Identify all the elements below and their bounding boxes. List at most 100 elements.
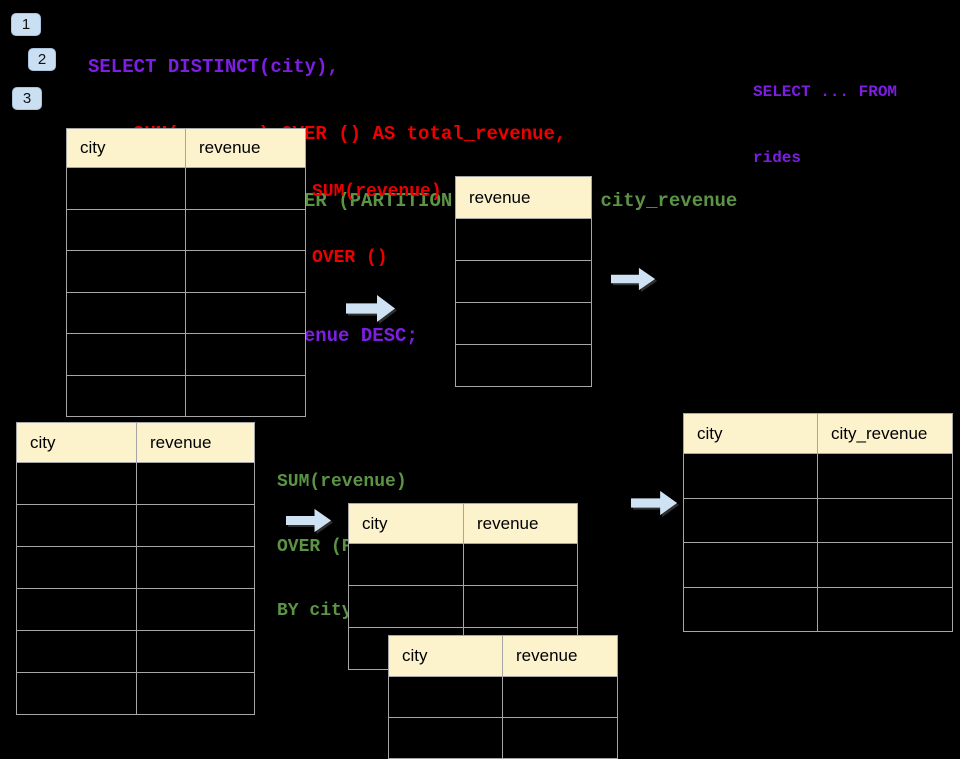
annotation-line: SUM(revenue)	[312, 182, 442, 202]
table-cell	[349, 586, 464, 628]
table-row	[67, 375, 306, 417]
table-cell	[464, 544, 578, 586]
table-cell	[67, 334, 186, 376]
table-header-row: city revenue	[67, 129, 306, 168]
table-total-revenue: revenue	[455, 176, 592, 387]
annotation-line: SUM(revenue)	[277, 472, 407, 492]
column-header-revenue: revenue	[186, 129, 306, 168]
table-cell	[349, 544, 464, 586]
table-cell	[684, 587, 818, 632]
table-cell	[186, 209, 306, 251]
table-cell	[503, 718, 618, 759]
side-note-select-from-rides: SELECT ... FROM rides	[753, 37, 897, 213]
table-cell	[186, 292, 306, 334]
table-source-bottom: city revenue	[16, 422, 255, 715]
column-header-city: city	[349, 504, 464, 544]
column-header-city: city	[684, 414, 818, 454]
table-body	[389, 677, 618, 759]
table-header-row: city city_revenue	[684, 414, 953, 454]
column-header-revenue: revenue	[503, 636, 618, 677]
table-cell	[67, 251, 186, 293]
arrow-right-icon	[286, 508, 332, 533]
table-cell	[67, 209, 186, 251]
column-header-city: city	[17, 423, 137, 463]
table-row	[456, 345, 592, 387]
step-badge-1: 1	[11, 13, 41, 36]
table-cell	[464, 586, 578, 628]
table-cell	[17, 673, 137, 715]
table-cell	[389, 677, 503, 718]
table-cell	[17, 463, 137, 505]
table-cell	[137, 631, 255, 673]
table-cell	[137, 505, 255, 547]
arrow-right-icon	[346, 295, 395, 322]
table-header-row: revenue	[456, 177, 592, 219]
table-row	[67, 209, 306, 251]
table-cell	[818, 454, 953, 499]
table-cell	[137, 589, 255, 631]
annotation-total-revenue: SUM(revenue) OVER ()	[312, 137, 442, 313]
table-body	[456, 219, 592, 387]
table-cell	[17, 505, 137, 547]
step-badge-3: 3	[12, 87, 42, 110]
table-cell	[818, 543, 953, 588]
table-cell	[684, 543, 818, 588]
table-row	[17, 547, 255, 589]
table-cell	[818, 498, 953, 543]
table-row	[349, 544, 578, 586]
table-cell	[137, 547, 255, 589]
table-header-row: city revenue	[349, 504, 578, 544]
table-cell	[67, 375, 186, 417]
table-cell	[456, 261, 592, 303]
table-row	[456, 219, 592, 261]
table-cell	[684, 498, 818, 543]
code-line-select: SELECT DISTINCT(city),	[88, 55, 339, 78]
table-cell	[456, 219, 592, 261]
table-row	[389, 677, 618, 718]
table-row	[389, 718, 618, 759]
table-cell	[186, 251, 306, 293]
table-cell	[456, 345, 592, 387]
table-row	[456, 261, 592, 303]
arrow-right-icon	[611, 267, 656, 291]
column-header-revenue: revenue	[464, 504, 578, 544]
table-cell	[67, 292, 186, 334]
table-cell	[137, 673, 255, 715]
table-cell	[456, 303, 592, 345]
table-row	[684, 587, 953, 632]
table-cell	[137, 463, 255, 505]
table-body	[67, 168, 306, 417]
annotation-line: OVER ()	[312, 248, 388, 268]
table-row	[17, 589, 255, 631]
diagram-canvas: 1 2 3 SELECT DISTINCT(city), SUM(revenue…	[11, 13, 953, 759]
column-header-city: city	[389, 636, 503, 677]
table-cell	[17, 547, 137, 589]
table-cell	[818, 587, 953, 632]
arrow-right-icon	[631, 490, 678, 516]
column-header-revenue: revenue	[456, 177, 592, 219]
table-cell	[17, 589, 137, 631]
table-row	[17, 673, 255, 715]
table-cell	[67, 168, 186, 210]
table-row	[67, 292, 306, 334]
table-row	[67, 334, 306, 376]
table-row	[456, 303, 592, 345]
table-body	[17, 463, 255, 715]
column-header-city-revenue: city_revenue	[818, 414, 953, 454]
table-source-top: city revenue	[66, 128, 306, 417]
column-header-revenue: revenue	[137, 423, 255, 463]
step-badge-2: 2	[28, 48, 56, 71]
table-cell	[186, 375, 306, 417]
table-cell	[186, 168, 306, 210]
table-body	[684, 454, 953, 632]
table-row	[684, 454, 953, 499]
table-row	[17, 505, 255, 547]
table-cell	[503, 677, 618, 718]
side-note-line: SELECT ... FROM	[753, 83, 898, 101]
table-header-row: city revenue	[17, 423, 255, 463]
table-header-row: city revenue	[389, 636, 618, 677]
table-row	[17, 463, 255, 505]
table-row	[17, 631, 255, 673]
table-cell	[17, 631, 137, 673]
table-row	[684, 543, 953, 588]
